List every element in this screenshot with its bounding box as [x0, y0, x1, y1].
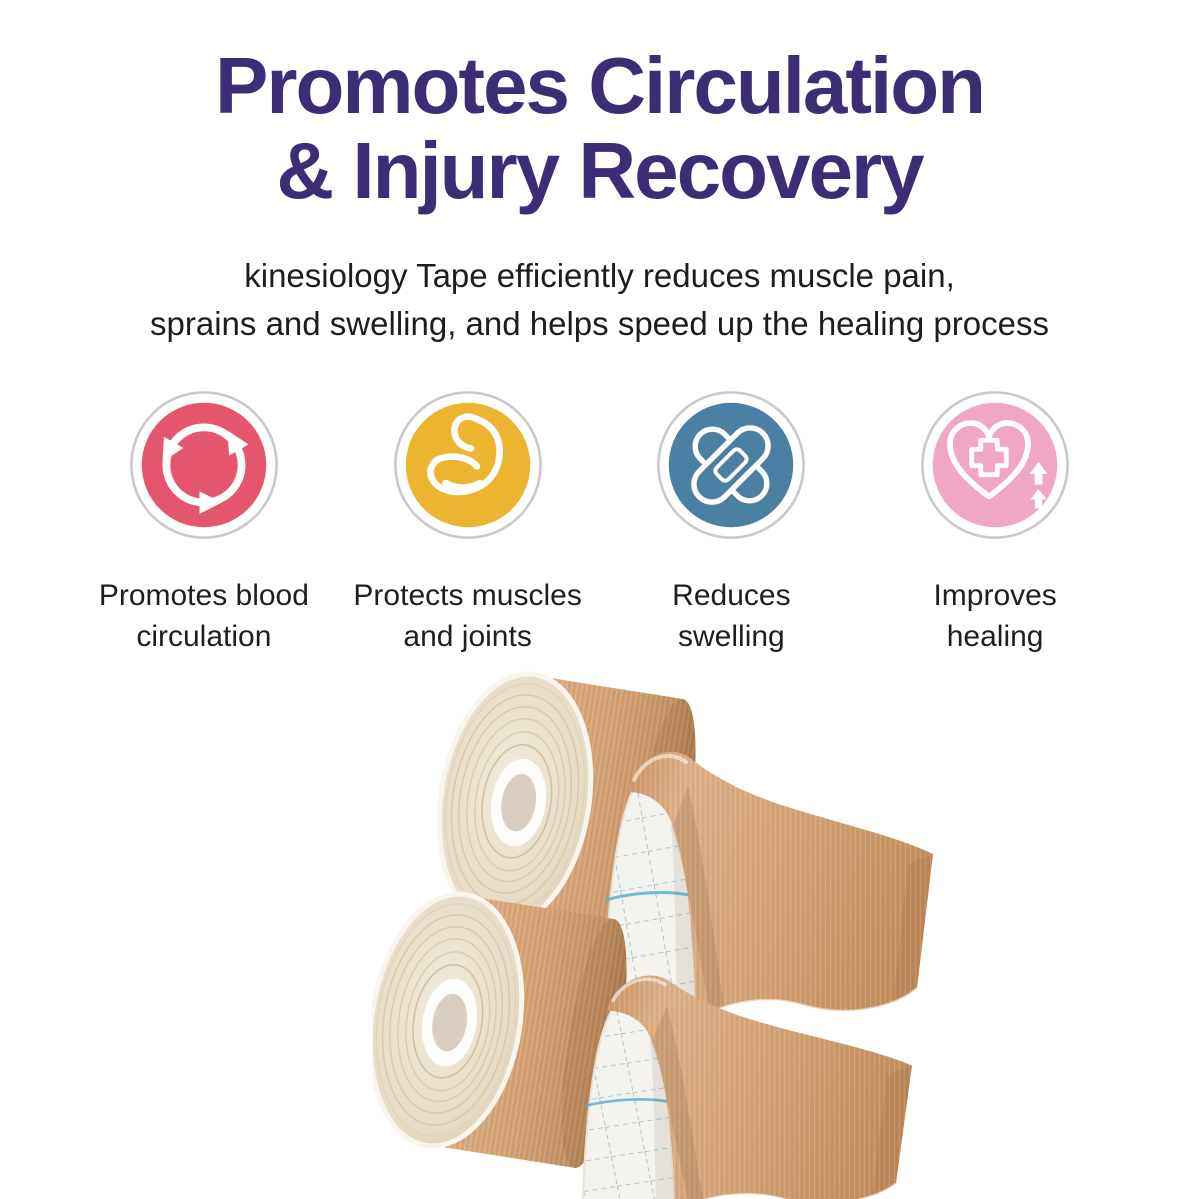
benefit-label: Promotes blood circulation [98, 579, 309, 653]
page-title: Promotes Circulation & Injury Recovery [214, 41, 986, 215]
icon-disc [141, 402, 267, 528]
benefit-item-muscles: Protects muscles and joints [336, 390, 600, 657]
benefit-label: Improves healing [933, 579, 1057, 653]
benefits-row: Promotes blood circulation Protects musc… [72, 390, 1127, 657]
subtitle: kinesiology Tape efficiently reduces mus… [150, 257, 1049, 342]
icon-disc [405, 402, 530, 528]
benefit-label: Protects muscles and joints [353, 579, 582, 653]
benefit-item-circulation: Promotes blood circulation [72, 390, 336, 657]
benefit-label: Reduces swelling [672, 579, 791, 653]
benefit-item-swelling: Reduces swelling [600, 390, 864, 657]
benefit-item-healing: Improves healing [863, 390, 1127, 657]
product-photo-kinesiology-tape-rolls [372, 658, 935, 1199]
circulation-arrows-icon [129, 391, 278, 539]
crossed-bandages-icon [657, 391, 806, 539]
flexed-bicep-icon [393, 391, 542, 539]
heart-cross-icon [921, 391, 1070, 539]
tape-strip-top [602, 749, 935, 1013]
